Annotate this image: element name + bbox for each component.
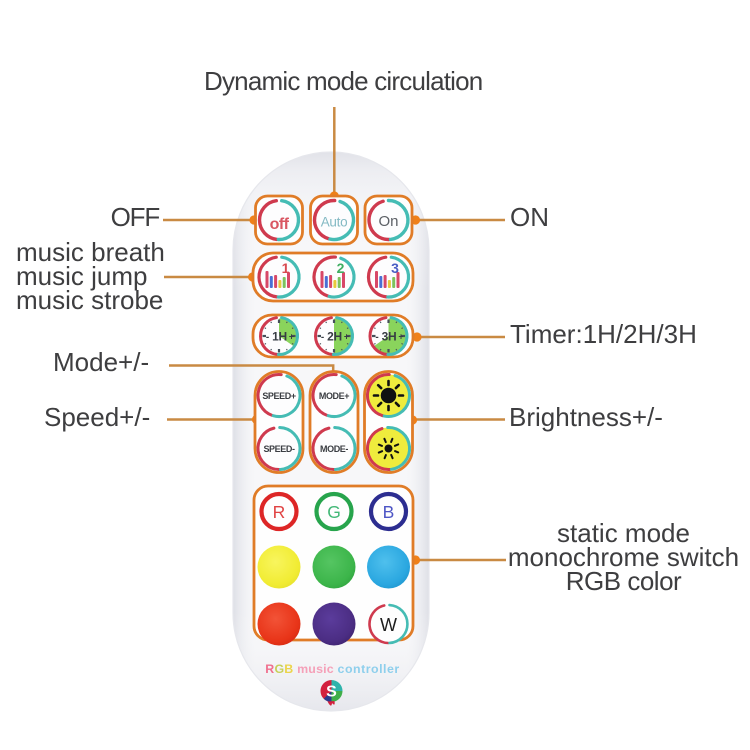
svg-text:2: 2 xyxy=(337,260,345,276)
svg-text:3H: 3H xyxy=(382,330,397,344)
svg-text:1: 1 xyxy=(282,260,290,276)
svg-text:R: R xyxy=(273,502,286,522)
svg-text:+: + xyxy=(344,332,349,342)
svg-text:1H: 1H xyxy=(272,330,287,344)
svg-text:SPEED-: SPEED- xyxy=(263,444,295,454)
svg-text:-: - xyxy=(266,332,269,343)
svg-text:MODE+: MODE+ xyxy=(319,391,349,401)
svg-text:RGB music controller: RGB music controller xyxy=(265,662,399,676)
svg-text:SPEED+: SPEED+ xyxy=(262,391,296,401)
svg-text:+: + xyxy=(289,332,294,342)
svg-text:On: On xyxy=(378,213,398,230)
svg-text:MODE-: MODE- xyxy=(320,444,348,454)
svg-text:-: - xyxy=(321,332,324,343)
svg-text:G: G xyxy=(327,502,341,522)
svg-text:-: - xyxy=(375,332,378,343)
svg-text:Auto: Auto xyxy=(321,215,348,230)
svg-text:S: S xyxy=(326,684,337,701)
svg-text:W: W xyxy=(380,615,397,635)
svg-text:off: off xyxy=(270,216,290,233)
svg-text:3: 3 xyxy=(391,260,399,276)
svg-text:B: B xyxy=(383,502,395,522)
svg-text:2H: 2H xyxy=(327,330,342,344)
svg-text:+: + xyxy=(398,332,403,342)
